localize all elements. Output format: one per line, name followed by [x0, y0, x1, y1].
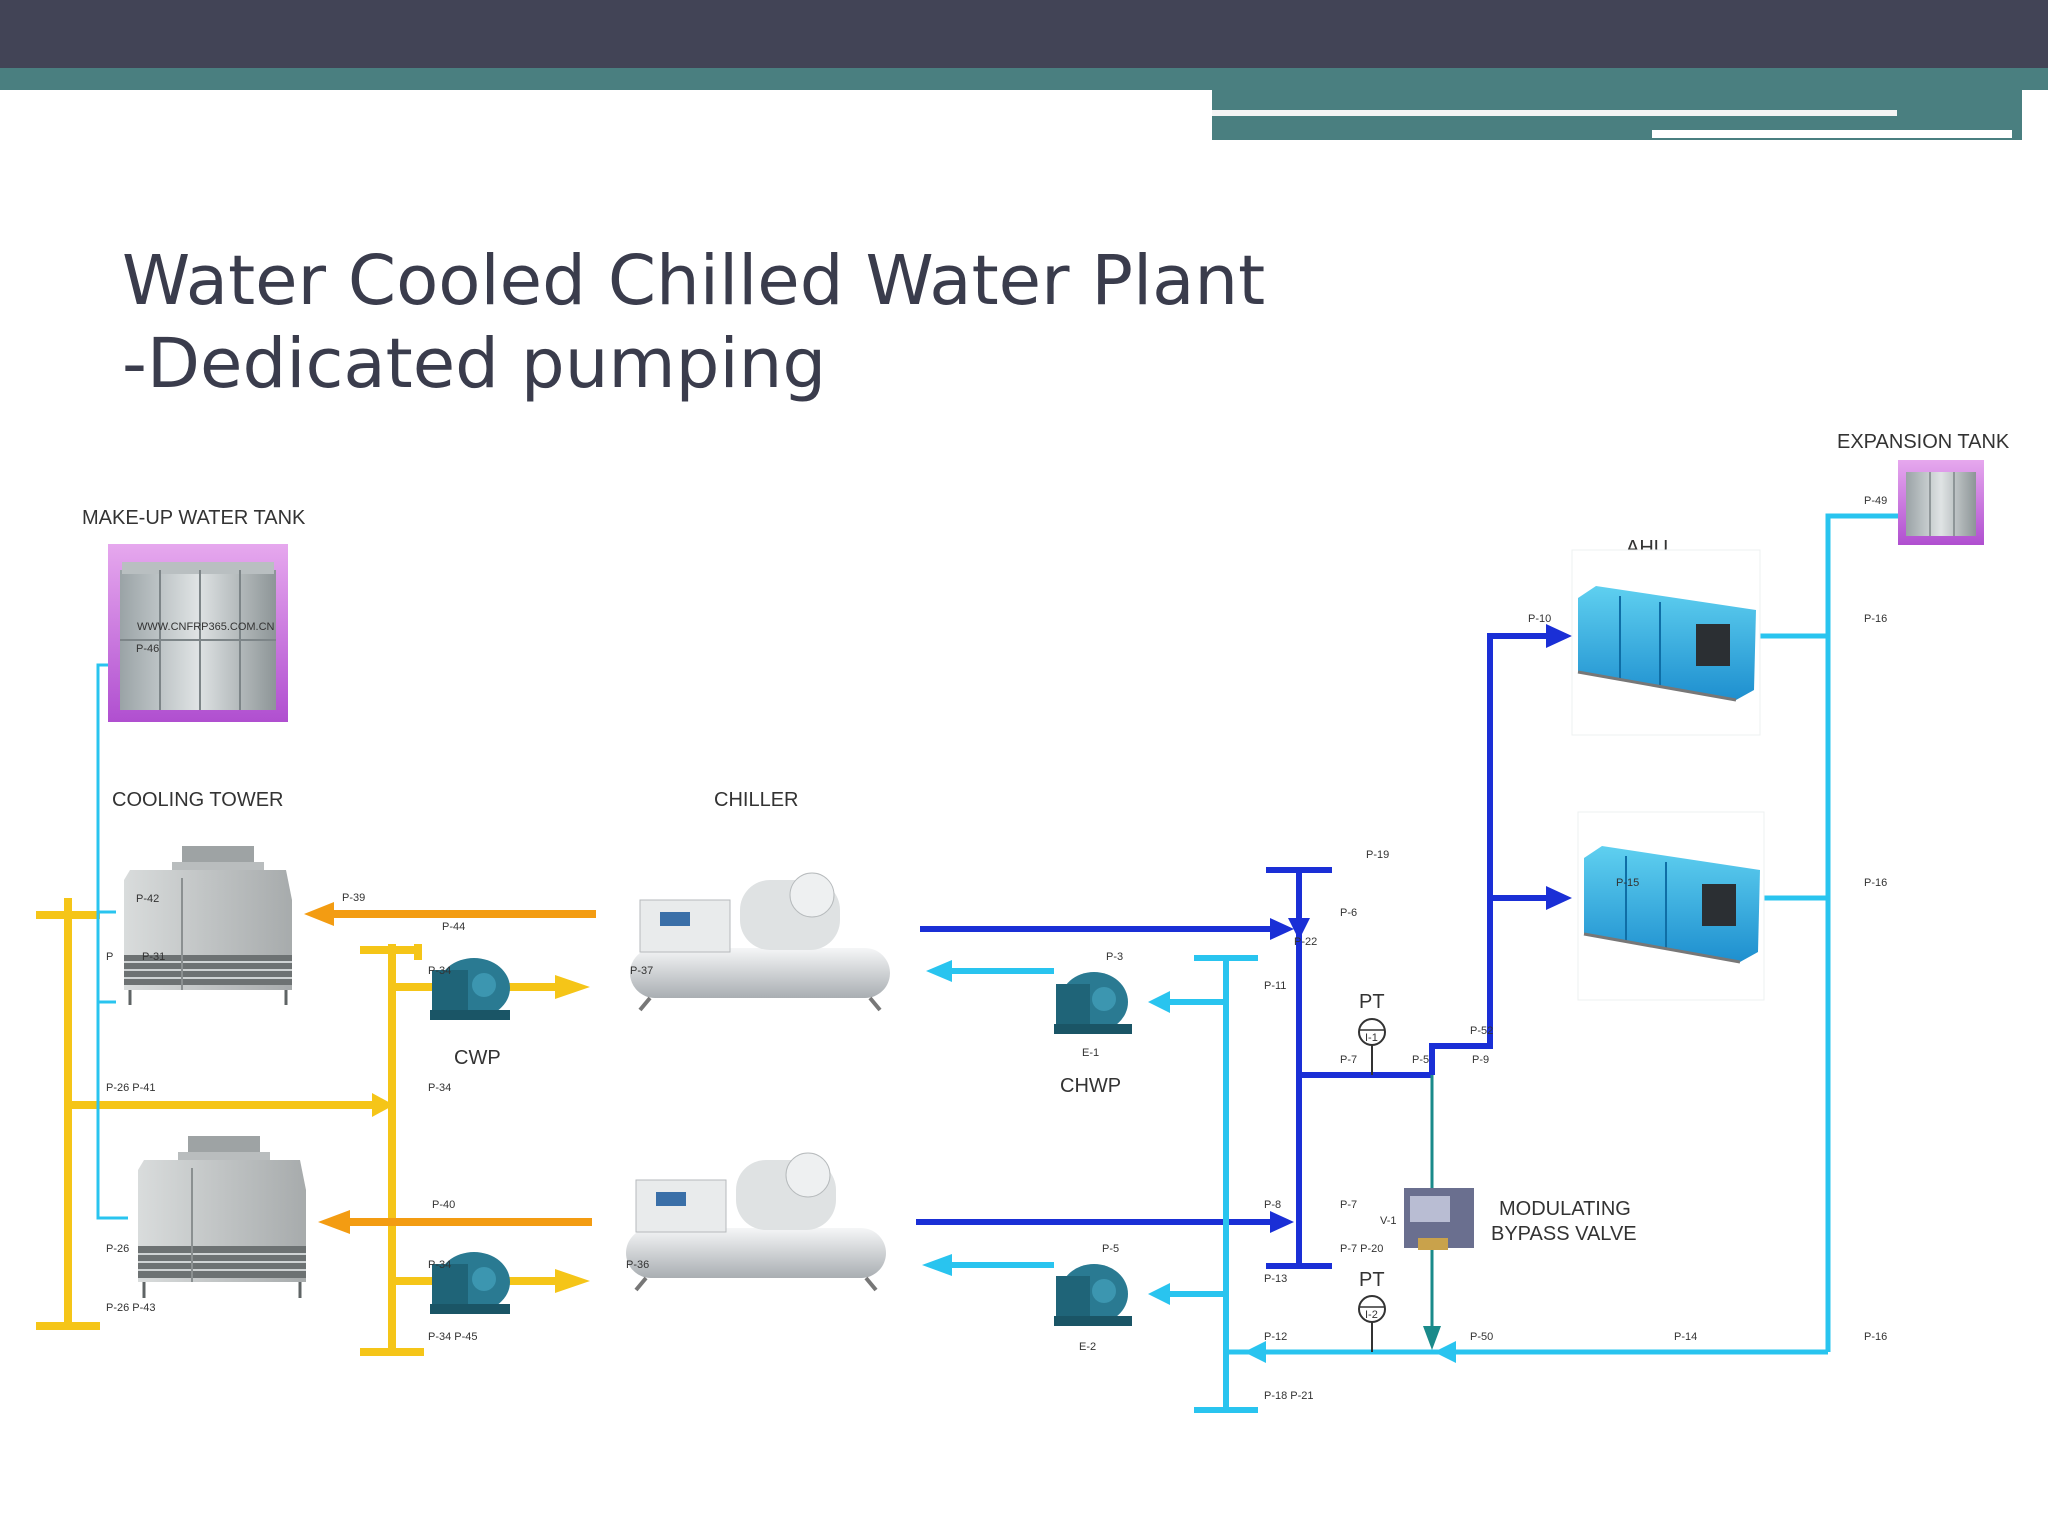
pipe-tag: P-49	[1864, 495, 1887, 507]
pressure-transmitter-2[interactable]	[1358, 1295, 1386, 1352]
pipe-tag: P-11	[1264, 980, 1286, 992]
pressure-transmitter-1[interactable]	[1358, 1018, 1386, 1075]
pt1-label: PT	[1359, 991, 1385, 1013]
chilled-water-pump-1	[1054, 972, 1132, 1034]
cooling-tower-label: COOLING TOWER	[112, 789, 284, 811]
slide-accent-line	[1212, 110, 1897, 116]
pipe-tag: P-7 P-20	[1340, 1243, 1383, 1255]
modulating-bypass-valve	[1404, 1188, 1474, 1250]
pipe-tag: P-31	[142, 951, 165, 963]
pipe-tag: P-40	[432, 1199, 455, 1211]
pipe-tag: P-26 P-43	[106, 1302, 156, 1314]
chiller-label: CHILLER	[714, 789, 798, 811]
bypass-valve-label-2: BYPASS VALVE	[1491, 1223, 1637, 1245]
pipe-tag: P-13	[1264, 1273, 1287, 1285]
pipe-tag: P-16	[1864, 877, 1887, 889]
pipe-tag: P-7	[1340, 1199, 1357, 1211]
pipe-tag: P-16	[1864, 1331, 1887, 1343]
pipe-tag: P-5	[1102, 1243, 1119, 1255]
makeup-water-line	[96, 663, 128, 1220]
pipe-tag: P	[106, 951, 113, 963]
ahu-2	[1577, 811, 1765, 1001]
pipe-tag: P-34 P-45	[428, 1331, 478, 1343]
chilled-water-pump-2	[1054, 1264, 1132, 1326]
slide-title-line-1: Water Cooled Chilled Water Plant	[122, 241, 1266, 321]
valve-tag: V-1	[1380, 1215, 1397, 1227]
chilled-water-return-piping	[922, 513, 1898, 1413]
expansion-tank	[1898, 460, 1984, 545]
pipe-tags: P-46 P-42 P-31 P P-26 P-41 P-26 P-26 P-4…	[106, 495, 1887, 1402]
makeup-tank-label: MAKE-UP WATER TANK	[82, 507, 306, 529]
pt2-tag: I-2	[1365, 1309, 1378, 1321]
pipe-tag: P-14	[1674, 1331, 1697, 1343]
pt1-tag: I-1	[1365, 1032, 1378, 1044]
pipe-tag: P-26	[106, 1243, 129, 1255]
pipe-tag: P-12	[1264, 1331, 1287, 1343]
cwp-label: CWP	[454, 1047, 501, 1069]
pipe-tag: P-7	[1340, 1054, 1357, 1066]
pipe-tag: P-3	[1106, 951, 1123, 963]
e2-tag: E-2	[1079, 1341, 1096, 1353]
ahu-1	[1571, 549, 1761, 736]
makeup-water-tank: WWW.CNFRP365.COM.CN	[108, 544, 288, 722]
pipe-tag: P-34	[428, 1259, 451, 1271]
chiller-2	[626, 1152, 886, 1292]
pipe-tag: P-34	[428, 965, 451, 977]
slide-accent-line-2	[1652, 130, 2012, 138]
pipe-tag: P-39	[342, 892, 365, 904]
chiller-1	[630, 872, 890, 1012]
bypass-valve-label-1: MODULATING	[1499, 1198, 1631, 1220]
condenser-water-piping	[36, 898, 596, 1356]
tank-brand-text: WWW.CNFRP365.COM.CN	[137, 621, 275, 633]
cooling-tower-2	[138, 1136, 306, 1298]
condenser-pump-2	[430, 1252, 510, 1314]
pipe-tag: P-5	[1412, 1054, 1429, 1066]
pipe-tag: P-52	[1470, 1025, 1493, 1037]
pipe-tag: P-42	[136, 893, 159, 905]
pipe-tag: P-46	[136, 643, 159, 655]
pipe-tag: P-8	[1264, 1199, 1281, 1211]
chilled-water-supply-piping	[916, 624, 1572, 1269]
pipe-tag: P-34	[428, 1082, 451, 1094]
pipe-tag: P-50	[1470, 1331, 1493, 1343]
expansion-tank-label: EXPANSION TANK	[1837, 431, 2010, 453]
slide-title-line-2: -Dedicated pumping	[122, 324, 827, 404]
pipe-tag: P-22	[1294, 936, 1317, 948]
pipe-tag: P-36	[626, 1259, 649, 1271]
cooling-tower-1	[124, 846, 292, 1005]
pipe-tag: P-6	[1340, 907, 1357, 919]
pipe-tag: P-9	[1472, 1054, 1489, 1066]
pipe-tag: P-44	[442, 921, 465, 933]
slide-header-bar	[0, 0, 2048, 68]
pipe-tag: P-26 P-41	[106, 1082, 156, 1094]
pipe-tag: P-10	[1528, 613, 1551, 625]
slide-title: Water Cooled Chilled Water Plant -Dedica…	[122, 240, 1422, 406]
chwp-label: CHWP	[1060, 1075, 1121, 1097]
pipe-tag: P-19	[1366, 849, 1389, 861]
pt2-label: PT	[1359, 1269, 1385, 1291]
condenser-pump-1	[430, 958, 510, 1020]
pipe-tag: P-18 P-21	[1264, 1390, 1314, 1402]
e1-tag: E-1	[1082, 1047, 1099, 1059]
pipe-tag: P-37	[630, 965, 653, 977]
pipe-tag: P-16	[1864, 613, 1887, 625]
pipe-tag: P-15	[1616, 877, 1639, 889]
